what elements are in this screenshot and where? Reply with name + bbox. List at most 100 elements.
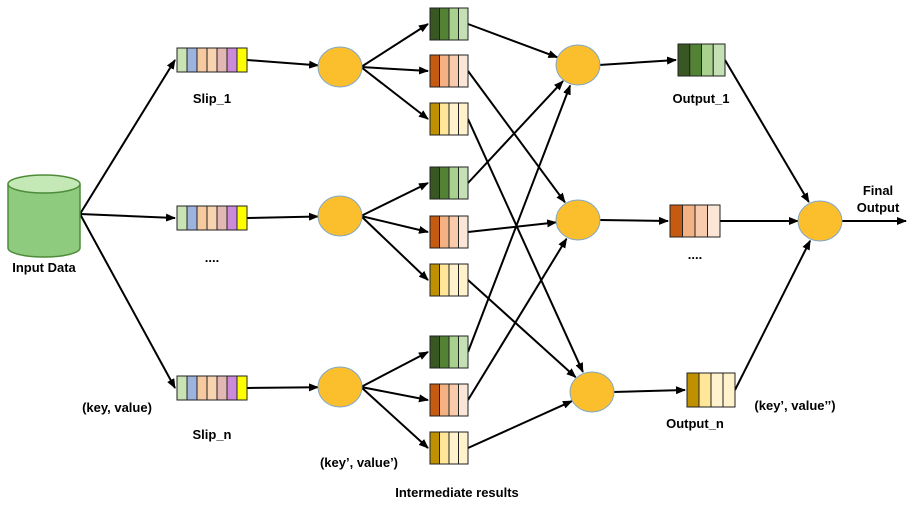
block-segment — [429, 166, 440, 200]
intermediate-block-1-1 — [429, 7, 469, 41]
block-segment — [439, 215, 450, 249]
cylinder-body — [7, 184, 81, 258]
block-segment — [689, 43, 702, 77]
edge-map-to-intermediate — [360, 215, 429, 281]
block-segment — [439, 335, 450, 369]
input-data-cylinder — [7, 174, 81, 258]
block-segment — [448, 335, 459, 369]
output-block-1 — [677, 43, 726, 77]
map-node-1 — [317, 46, 363, 88]
intermediate-block-3-2 — [429, 383, 469, 417]
block-segment — [429, 263, 440, 297]
slip-segment — [226, 47, 238, 73]
slip-segment — [226, 375, 238, 401]
edge-slip-to-map-1 — [246, 59, 320, 69]
block-segment — [448, 102, 459, 136]
block-segment — [669, 204, 683, 238]
edge-map-to-intermediate — [360, 386, 429, 403]
slip-1-label: Slip_1 — [193, 91, 231, 106]
edge-intermediate-to-reduce — [467, 80, 564, 184]
block-segment — [710, 372, 724, 408]
slip-segment — [216, 47, 228, 73]
edge-reduce-to-output-3 — [612, 386, 686, 395]
block-segment — [458, 431, 469, 465]
block-segment — [698, 372, 712, 408]
edge-input-to-slip-2 — [79, 213, 176, 222]
block-segment — [458, 383, 469, 417]
block-segment — [686, 372, 700, 408]
output-dots-label: .... — [688, 247, 702, 262]
block-segment — [448, 383, 459, 417]
slip-segment — [206, 47, 218, 73]
slip-segment — [216, 375, 228, 401]
edge-map-to-intermediate — [360, 66, 429, 75]
slip-segment — [206, 205, 218, 231]
intermediate-block-3-3 — [429, 431, 469, 465]
key-value-prime-label: (key’, value’) — [320, 455, 398, 470]
edge-intermediate-to-reduce — [467, 84, 572, 353]
edge-intermediate-to-reduce — [467, 70, 566, 204]
block-segment — [439, 431, 450, 465]
block-segment — [448, 166, 459, 200]
block-segment — [458, 215, 469, 249]
final-node — [797, 200, 843, 242]
key-value-label: (key, value) — [82, 400, 152, 415]
block-segment — [701, 43, 714, 77]
map-node-3 — [317, 366, 363, 408]
slip-segment — [236, 375, 248, 401]
slip-segment — [236, 47, 248, 73]
edge-input-to-slip-3 — [79, 213, 176, 389]
edge-intermediate-to-reduce — [467, 237, 568, 401]
slip-segment — [196, 205, 208, 231]
reduce-node-3 — [569, 371, 615, 413]
intermediate-block-2-1 — [429, 166, 469, 200]
block-segment — [439, 7, 450, 41]
intermediate-block-2-3 — [429, 263, 469, 297]
slip-n-label: Slip_n — [192, 427, 231, 442]
key-value-double-prime-label: (key’, value’’) — [754, 398, 835, 413]
slip-segment — [196, 375, 208, 401]
edge-map-to-intermediate — [360, 182, 429, 217]
edge-map-to-intermediate — [360, 23, 429, 68]
block-segment — [458, 335, 469, 369]
block-segment — [439, 54, 450, 88]
blocks — [176, 7, 736, 465]
block-segment — [448, 263, 459, 297]
block-segment — [448, 431, 459, 465]
intermediate-results-label: Intermediate results — [395, 485, 519, 500]
block-segment — [439, 166, 450, 200]
block-segment — [707, 204, 721, 238]
block-segment — [439, 102, 450, 136]
slip-dots-label: .... — [205, 250, 219, 265]
slip-block-3 — [176, 375, 248, 401]
block-segment — [448, 7, 459, 41]
block-segment — [458, 102, 469, 136]
final-output-label-line2: Output — [857, 200, 900, 215]
slip-segment — [236, 205, 248, 231]
block-segment — [458, 263, 469, 297]
slip-segment — [176, 205, 188, 231]
block-segment — [429, 335, 440, 369]
block-segment — [429, 102, 440, 136]
edge-intermediate-to-reduce — [467, 279, 577, 378]
block-segment — [458, 7, 469, 41]
block-segment — [712, 43, 726, 77]
block-segment — [429, 215, 440, 249]
slip-segment — [216, 205, 228, 231]
block-segment — [458, 166, 469, 200]
block-segment — [429, 7, 440, 41]
slip-segment — [196, 47, 208, 73]
block-segment — [722, 372, 736, 408]
slip-segment — [186, 47, 198, 73]
slip-block-2 — [176, 205, 248, 231]
edge-output-to-final-3 — [734, 239, 812, 391]
intermediate-block-1-2 — [429, 54, 469, 88]
block-segment — [429, 54, 440, 88]
intermediate-block-2-2 — [429, 215, 469, 249]
edge-map-to-intermediate — [360, 386, 429, 449]
edge-output-to-final-1 — [724, 59, 810, 203]
cylinder-top — [7, 174, 81, 194]
edge-reduce-to-output-2 — [598, 216, 669, 225]
intermediate-block-1-3 — [429, 102, 469, 136]
block-segment — [439, 263, 450, 297]
